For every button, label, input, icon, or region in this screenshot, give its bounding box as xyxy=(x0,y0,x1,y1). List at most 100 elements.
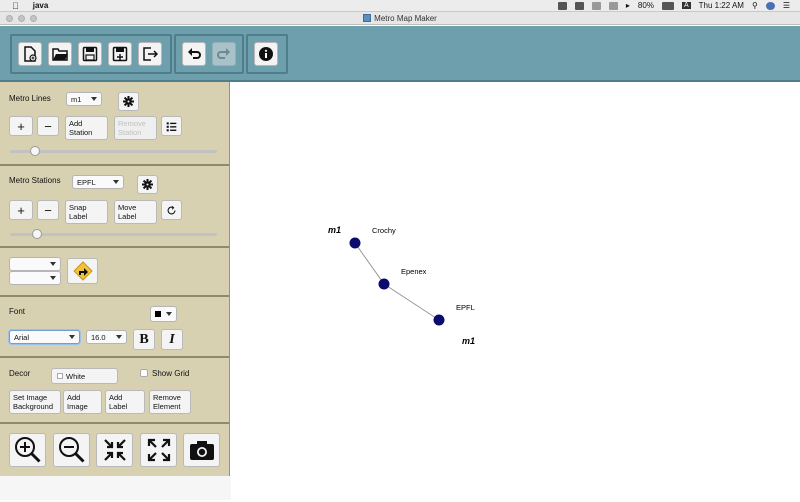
edit-line-button[interactable] xyxy=(118,92,139,111)
line-label-start[interactable]: m1 xyxy=(328,225,341,235)
add-label-button[interactable]: Add Label xyxy=(105,390,145,414)
menubar-clock[interactable]: Thu 1:22 AM xyxy=(698,1,744,10)
zoom-in-button[interactable] xyxy=(9,433,46,467)
add-line-button[interactable]: + xyxy=(9,116,33,136)
user-avatar-icon[interactable] xyxy=(765,1,775,10)
battery-icon[interactable] xyxy=(661,1,674,10)
font-size-selector[interactable]: 16.0 xyxy=(86,330,127,344)
line-thickness-slider[interactable] xyxy=(10,146,217,156)
load-map-button[interactable] xyxy=(48,42,72,66)
add-station-button[interactable]: + xyxy=(9,200,33,220)
new-file-icon xyxy=(24,46,37,62)
rotate-label-button[interactable] xyxy=(161,200,182,220)
save-as-icon xyxy=(112,46,128,62)
edit-station-button[interactable] xyxy=(137,175,158,194)
app-menu-name[interactable]: java xyxy=(26,1,49,10)
undo-button[interactable] xyxy=(182,42,206,66)
panel-bottom-strip xyxy=(0,476,231,500)
italic-button[interactable]: I xyxy=(161,329,183,350)
add-station-to-line-button[interactable]: Add Station xyxy=(65,116,108,140)
remove-station-button[interactable]: − xyxy=(37,200,59,220)
redo-button[interactable] xyxy=(212,42,236,66)
app-icon xyxy=(363,14,372,22)
status-app-icon[interactable] xyxy=(557,1,567,10)
about-button[interactable] xyxy=(254,42,278,66)
battery-percent: 80% xyxy=(637,1,654,10)
station-label-epenex[interactable]: Epenex xyxy=(401,267,427,276)
mac-menubar:  java ▸ 80% A Thu 1:22 AM ⚲ ☰ xyxy=(0,0,800,12)
metro-station-selector[interactable]: EPFL xyxy=(72,175,124,189)
list-icon xyxy=(166,121,177,131)
set-image-background-button[interactable]: Set Image Background xyxy=(9,390,61,414)
line-label-end[interactable]: m1 xyxy=(462,336,475,346)
minimize-window-icon[interactable] xyxy=(18,15,25,22)
map-canvas[interactable]: m1 m1 Crochy Epenex EPFL xyxy=(231,82,800,500)
status-app-icon-2[interactable] xyxy=(574,1,584,10)
navigation-section xyxy=(0,424,229,476)
show-grid-checkbox[interactable] xyxy=(140,369,148,377)
background-color-picker[interactable]: White xyxy=(51,368,118,384)
menubar-status-area: ▸ 80% A Thu 1:22 AM ⚲ ☰ xyxy=(557,1,800,10)
rotate-icon xyxy=(167,205,176,214)
add-image-button[interactable]: Add Image xyxy=(63,390,102,414)
remove-line-button[interactable]: − xyxy=(37,116,59,136)
remove-station-from-line-button[interactable]: Remove Station xyxy=(114,116,157,140)
zoom-window-icon[interactable] xyxy=(30,15,37,22)
station-label-epfl[interactable]: EPFL xyxy=(456,303,475,312)
decrease-map-size-button[interactable] xyxy=(96,433,133,467)
line-thickness-slider-thumb[interactable] xyxy=(29,146,40,156)
apple-menu-icon[interactable]:  xyxy=(12,1,19,11)
station-epenex[interactable] xyxy=(378,278,390,290)
increase-map-size-button[interactable] xyxy=(140,433,177,467)
new-map-button[interactable] xyxy=(18,42,42,66)
notification-center-icon[interactable]: ☰ xyxy=(782,1,790,10)
move-label-button[interactable]: Move Label xyxy=(114,200,157,224)
camera-icon xyxy=(189,441,214,460)
font-family-selector[interactable]: Arial xyxy=(9,330,80,344)
font-color-picker[interactable] xyxy=(150,306,177,322)
metro-map[interactable]: m1 m1 Crochy Epenex EPFL xyxy=(231,82,800,500)
snap-label-button[interactable]: Snap Label xyxy=(65,200,108,224)
find-route-button[interactable] xyxy=(67,258,98,284)
bold-button[interactable]: B xyxy=(133,329,155,350)
window-title: Metro Map Maker xyxy=(363,14,437,23)
info-toolbar-group xyxy=(246,34,288,74)
spotlight-search-icon[interactable]: ⚲ xyxy=(751,1,758,10)
metro-line-m1[interactable] xyxy=(354,242,440,321)
save-as-button[interactable] xyxy=(108,42,132,66)
edit-panel: Metro Lines m1 + − Add Station Remove St… xyxy=(0,82,230,476)
decor-section: Decor White Show Grid Set Image Backgrou… xyxy=(0,358,229,424)
wifi-icon[interactable]: ▸ xyxy=(625,1,630,10)
station-epfl[interactable] xyxy=(433,314,445,326)
input-source-icon[interactable]: A xyxy=(681,2,691,9)
status-app-icon-3[interactable] xyxy=(591,1,601,10)
route-to-selector[interactable] xyxy=(9,271,61,285)
close-window-icon[interactable] xyxy=(6,15,13,22)
metro-lines-label: Metro Lines xyxy=(9,94,51,103)
status-app-icon-4[interactable] xyxy=(608,1,618,10)
save-map-button[interactable] xyxy=(78,42,102,66)
open-folder-icon xyxy=(52,48,68,61)
undo-icon xyxy=(188,48,201,59)
station-crochy[interactable] xyxy=(349,237,361,249)
metro-station-selected: EPFL xyxy=(77,177,96,187)
font-size-selected: 16.0 xyxy=(91,332,106,342)
route-direction-icon xyxy=(72,261,93,281)
metro-line-selector[interactable]: m1 xyxy=(66,92,102,106)
station-radius-slider[interactable] xyxy=(10,229,217,239)
screenshot-button[interactable] xyxy=(183,433,220,467)
station-label-crochy[interactable]: Crochy xyxy=(372,226,396,235)
route-section xyxy=(0,248,229,297)
background-color-name: White xyxy=(66,371,86,381)
window-title-text: Metro Map Maker xyxy=(374,13,437,23)
zoom-out-button[interactable] xyxy=(53,433,90,467)
route-from-selector[interactable] xyxy=(9,257,61,271)
remove-element-button[interactable]: Remove Element xyxy=(149,390,191,414)
export-button[interactable] xyxy=(138,42,162,66)
info-icon xyxy=(259,47,273,61)
show-grid-label: Show Grid xyxy=(152,369,190,378)
expand-icon xyxy=(147,438,170,462)
station-radius-slider-thumb[interactable] xyxy=(31,229,42,239)
edit-toolbar-group xyxy=(174,34,244,74)
list-stations-button[interactable] xyxy=(161,116,182,136)
